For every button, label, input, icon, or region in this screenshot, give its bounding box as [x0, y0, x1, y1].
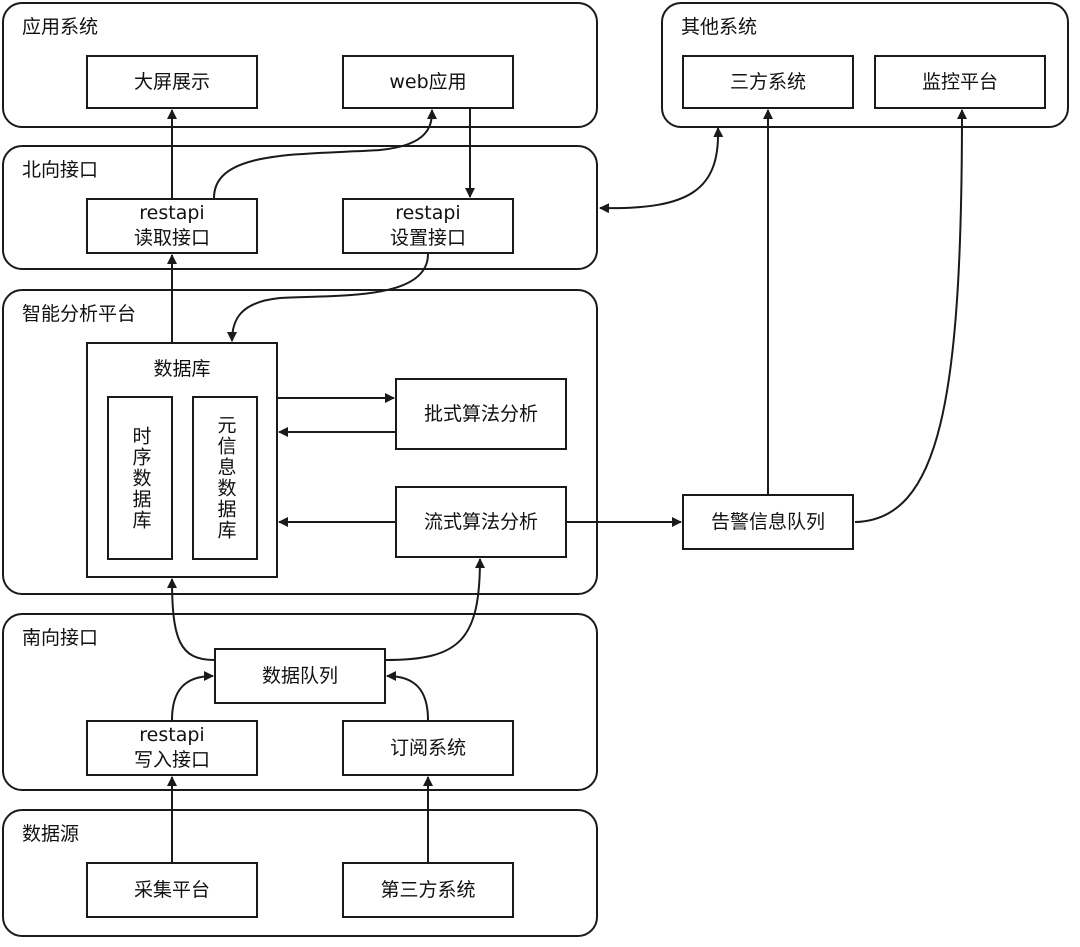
group-label-other: 其他系统 — [681, 16, 758, 38]
node-database-label: 数据库 — [153, 358, 211, 380]
node-alert-queue-label: 告警信息队列 — [710, 510, 825, 533]
arrow-alert-to-monitor — [854, 109, 967, 523]
node-batch-analysis-label: 批式算法分析 — [423, 402, 538, 425]
node-set-api: restapi 设置接口 — [342, 198, 514, 254]
node-third-party-system: 三方系统 — [682, 55, 854, 109]
group-label-platform: 智能分析平台 — [22, 303, 137, 325]
node-alert-queue: 告警信息队列 — [682, 494, 854, 550]
group-label-north: 北向接口 — [22, 159, 99, 181]
node-write-api: restapi 写入接口 — [86, 720, 258, 776]
node-set-api-line2: 设置接口 — [389, 227, 466, 249]
node-timeseries-db: 时序数据库 — [107, 396, 173, 560]
node-read-api-line2: 读取接口 — [133, 227, 210, 249]
node-monitor-platform: 监控平台 — [874, 55, 1046, 109]
node-metadata-db: 元信息数据库 — [192, 396, 258, 560]
node-monitor-label: 监控平台 — [921, 70, 998, 93]
node-data-queue-label: 数据队列 — [261, 664, 338, 687]
node-collect-label: 采集平台 — [133, 878, 210, 901]
node-read-api-line1: restapi — [139, 202, 205, 224]
node-subscribe-system: 订阅系统 — [342, 720, 514, 776]
node-timeseries-db-label: 时序数据库 — [129, 425, 152, 531]
node-subscribe-label: 订阅系统 — [389, 736, 466, 759]
group-label-south: 南向接口 — [22, 627, 99, 649]
node-set-api-line1: restapi — [395, 202, 461, 224]
node-write-api-line2: 写入接口 — [133, 749, 210, 771]
node-big-screen-label: 大屏展示 — [133, 70, 210, 93]
arrow-north-other — [599, 127, 724, 214]
node-read-api: restapi 读取接口 — [86, 198, 258, 254]
group-label-app: 应用系统 — [22, 16, 99, 38]
node-data-queue: 数据队列 — [214, 648, 386, 704]
node-third-party-source: 第三方系统 — [342, 862, 514, 918]
node-metadata-db-label: 元信息数据库 — [214, 415, 237, 541]
node-stream-analysis-label: 流式算法分析 — [423, 510, 538, 533]
node-write-api-line1: restapi — [139, 724, 205, 746]
node-collect-platform: 采集平台 — [86, 862, 258, 918]
node-third-party-label: 三方系统 — [729, 70, 806, 93]
node-big-screen: 大屏展示 — [86, 55, 258, 109]
group-label-source: 数据源 — [22, 823, 80, 845]
node-web-app-label: web应用 — [389, 70, 467, 93]
node-third-source-label: 第三方系统 — [380, 878, 476, 901]
node-batch-analysis: 批式算法分析 — [395, 378, 567, 450]
node-web-app: web应用 — [342, 55, 514, 109]
node-stream-analysis: 流式算法分析 — [395, 486, 567, 558]
